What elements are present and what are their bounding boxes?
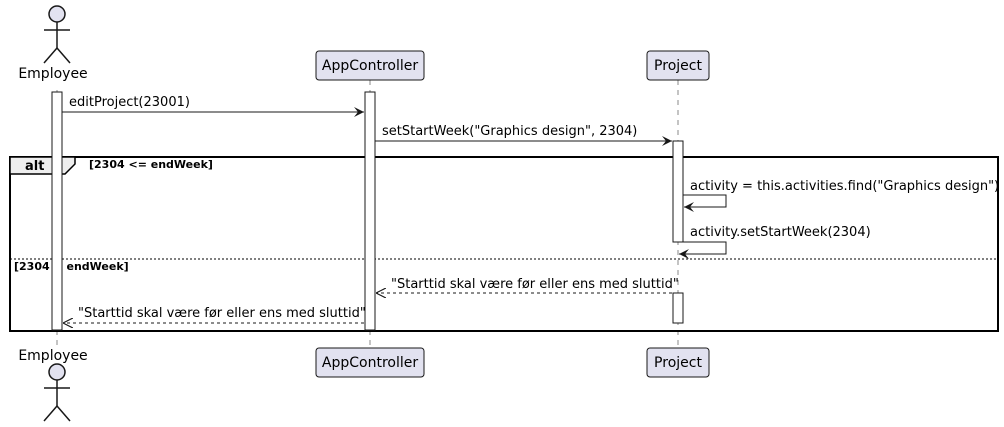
participant-project-bottom: Project [646,347,710,378]
actor-employee-bottom: Employee [18,348,88,422]
participant-label-appcontroller-bottom: AppController [322,355,418,371]
participant-label-project-top: Project [654,58,702,74]
activation-project-2 [672,292,684,324]
actor-label-employee-top: Employee [18,66,87,82]
message-find-activity: activity = this.activities.find("Graphic… [683,179,999,212]
message-activity-set-start-week: activity.setStartWeek(2304) [679,225,871,259]
message-label-set-start-week: setStartWeek("Graphics design", 2304) [382,124,637,139]
message-label-edit-project: editProject(23001) [69,95,190,110]
actor-head-icon [48,363,66,381]
alt-guard-2: [2304 > endWeek] [14,260,129,273]
alt-keyword: alt [25,159,44,174]
participant-appcontroller-top: AppController [315,50,425,81]
activation-project-1 [672,140,684,243]
message-label-find-activity: activity = this.activities.find("Graphic… [690,179,999,194]
message-label-activity-set-start-week: activity.setStartWeek(2304) [690,225,871,240]
participant-project-top: Project [646,50,710,81]
participant-label-appcontroller-top: AppController [322,58,418,74]
actor-head-icon [48,5,66,23]
message-edit-project: editProject(23001) [62,95,364,117]
message-return-to-employee: "Starttid skal være før eller ens med sl… [63,306,366,323]
message-return-to-appcontroller: "Starttid skal være før eller ens med sl… [376,277,679,293]
alt-guard-1: [2304 <= endWeek] [89,158,213,171]
participant-appcontroller-bottom: AppController [315,347,425,378]
message-set-start-week: setStartWeek("Graphics design", 2304) [375,124,672,146]
actor-employee-top: Employee [18,5,88,82]
participant-label-project-bottom: Project [654,355,702,371]
message-label-return-to-appcontroller: "Starttid skal være før eller ens med sl… [391,277,679,292]
activation-employee [51,91,63,331]
actor-label-employee-bottom: Employee [18,348,87,364]
activation-appcontroller [364,91,376,331]
message-label-return-to-employee: "Starttid skal være før eller ens med sl… [78,306,366,321]
